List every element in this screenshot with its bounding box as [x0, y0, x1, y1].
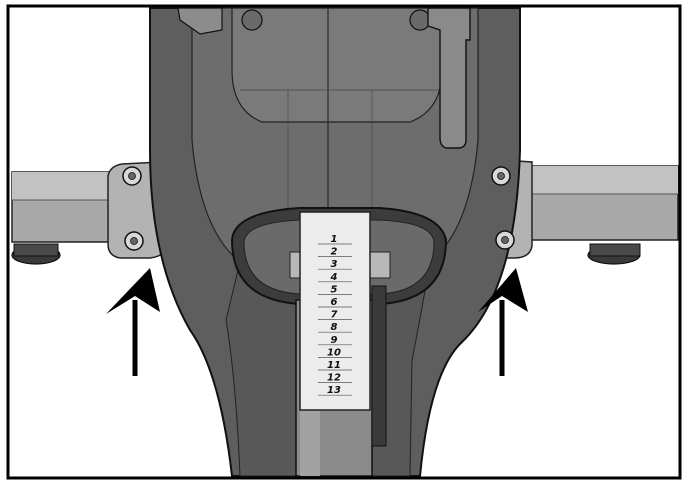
bolt-icon — [124, 231, 144, 251]
bolt-icon — [495, 230, 515, 250]
scale-label: 10 — [327, 347, 341, 358]
bolt-icon — [491, 166, 511, 186]
left-crossbar — [11, 161, 173, 265]
scale-label: 12 — [327, 373, 341, 384]
scale-label: 5 — [331, 284, 338, 295]
scale-label: 6 — [331, 297, 338, 308]
bolt-icon — [122, 166, 142, 186]
bolts — [122, 166, 515, 251]
scale-label: 2 — [331, 247, 338, 258]
scale-label: 8 — [331, 322, 338, 333]
scale-label: 7 — [331, 310, 338, 321]
scale-label: 4 — [330, 272, 338, 283]
arrow-up-icon — [478, 268, 528, 376]
figure-frame — [6, 4, 682, 480]
scale-label: 1 — [331, 234, 338, 245]
scale-label: 3 — [331, 259, 338, 270]
scale-label: 9 — [331, 335, 338, 346]
scale-label: 11 — [327, 360, 341, 371]
arrow-up-icon — [106, 268, 160, 376]
scale-label: 13 — [327, 385, 341, 396]
